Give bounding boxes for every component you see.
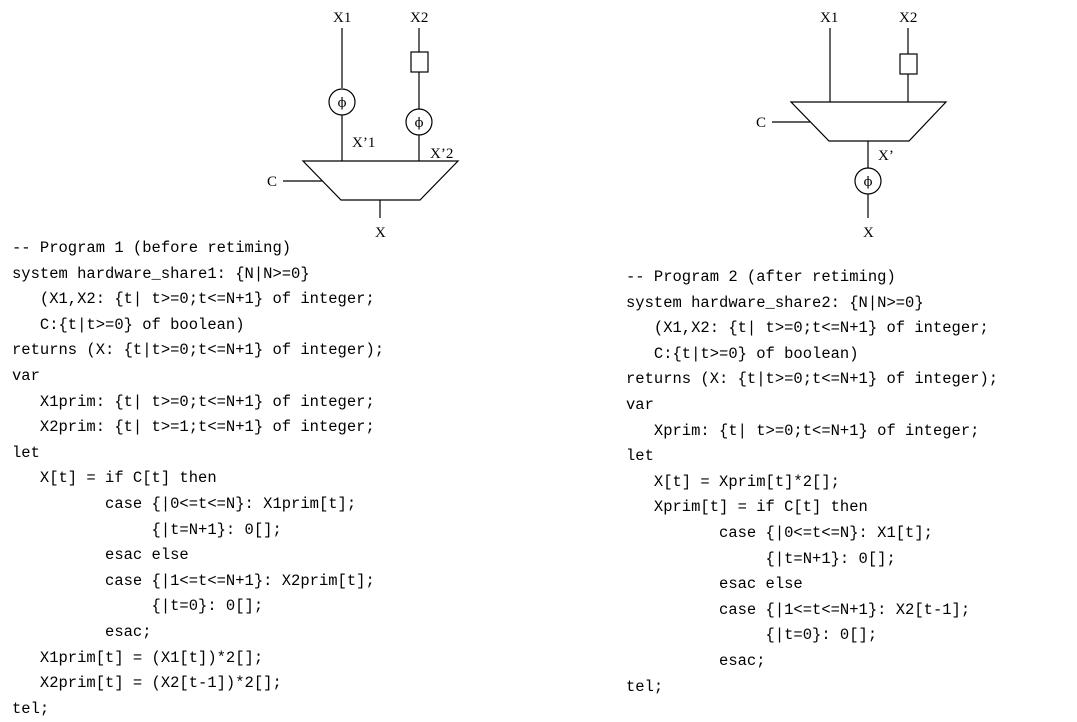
code-line: X2prim: {t| t>=1;t<=N+1} of integer; xyxy=(12,418,375,437)
program-1-listing: -- Program 1 (before retiming) system har… xyxy=(12,236,384,722)
code-line: esac else xyxy=(12,546,189,565)
code-line: let xyxy=(626,447,654,466)
multiplexer-trapezoid xyxy=(301,160,460,201)
code-line: C:{t|t>=0} of boolean) xyxy=(626,344,859,363)
code-line: esac; xyxy=(12,622,152,641)
code-line: Xprim[t] = if C[t] then xyxy=(626,498,868,517)
code-line: -- Program 2 (after retiming) xyxy=(626,268,896,286)
phi-symbol: ϕ xyxy=(864,175,873,190)
phi-symbol-x2: ϕ xyxy=(415,116,424,131)
code-line: esac; xyxy=(626,651,766,670)
code-line: {|t=0}: 0[]; xyxy=(12,597,264,616)
code-line: let xyxy=(12,443,40,462)
control-label-c: C xyxy=(267,174,277,190)
code-line: esac else xyxy=(626,575,803,594)
code-line: X[t] = if C[t] then xyxy=(12,469,217,488)
code-line: returns (X: {t|t>=0;t<=N+1} of integer); xyxy=(626,370,999,389)
input-label-x1: X1 xyxy=(820,10,838,26)
code-line: case {|0<=t<=N}: X1[t]; xyxy=(626,523,933,542)
output-label-x: X xyxy=(375,225,386,241)
code-line: X[t] = Xprim[t]*2[]; xyxy=(626,472,840,491)
input-label-x2: X2 xyxy=(899,10,917,26)
code-line: returns (X: {t|t>=0;t<=N+1} of integer); xyxy=(12,341,385,360)
control-label-c: C xyxy=(756,115,766,131)
code-line: tel; xyxy=(626,677,664,696)
code-line: Xprim: {t| t>=0;t<=N+1} of integer; xyxy=(626,421,980,440)
code-line: X2prim[t] = (X2[t-1])*2[]; xyxy=(12,674,282,693)
code-line: case {|1<=t<=N+1}: X2[t-1]; xyxy=(626,600,971,619)
code-line: case {|0<=t<=N}: X1prim[t]; xyxy=(12,494,357,513)
multiplexer-trapezoid xyxy=(789,101,948,142)
code-line: var xyxy=(12,366,40,385)
code-line: var xyxy=(626,395,654,414)
code-line: -- Program 1 (before retiming) xyxy=(12,239,292,257)
code-line: {|t=N+1}: 0[]; xyxy=(12,520,282,539)
code-line: {|t=0}: 0[]; xyxy=(626,626,878,645)
code-line: system hardware_share1: {N|N>=0} xyxy=(12,264,310,283)
phi-symbol-x1: ϕ xyxy=(338,96,347,111)
output-label-x: X xyxy=(863,225,874,241)
code-line: C:{t|t>=0} of boolean) xyxy=(12,315,245,334)
code-line: (X1,X2: {t| t>=0;t<=N+1} of integer; xyxy=(12,290,375,309)
mux-diagram-before-retiming: X1 X2 ϕ X’1 ϕ X’2 C X xyxy=(267,10,460,241)
code-line: X1prim[t] = (X1[t])*2[]; xyxy=(12,648,264,667)
mux-diagram-after-retiming: X1 X2 C X’ ϕ X xyxy=(756,10,948,241)
label-x1-prime: X’1 xyxy=(352,135,375,151)
input-label-x2: X2 xyxy=(410,10,428,26)
code-line: {|t=N+1}: 0[]; xyxy=(626,549,896,568)
program-2-listing: -- Program 2 (after retiming) system hard… xyxy=(626,265,998,700)
label-x2-prime: X’2 xyxy=(430,146,453,162)
delay-register-box xyxy=(410,51,429,73)
code-line: system hardware_share2: {N|N>=0} xyxy=(626,293,924,312)
code-line: tel; xyxy=(12,699,50,718)
code-line: (X1,X2: {t| t>=0;t<=N+1} of integer; xyxy=(626,319,989,338)
code-line: case {|1<=t<=N+1}: X2prim[t]; xyxy=(12,571,375,590)
input-label-x1: X1 xyxy=(333,10,351,26)
code-line: X1prim: {t| t>=0;t<=N+1} of integer; xyxy=(12,392,375,411)
label-x-prime: X’ xyxy=(878,148,894,164)
delay-register-box xyxy=(899,53,918,75)
